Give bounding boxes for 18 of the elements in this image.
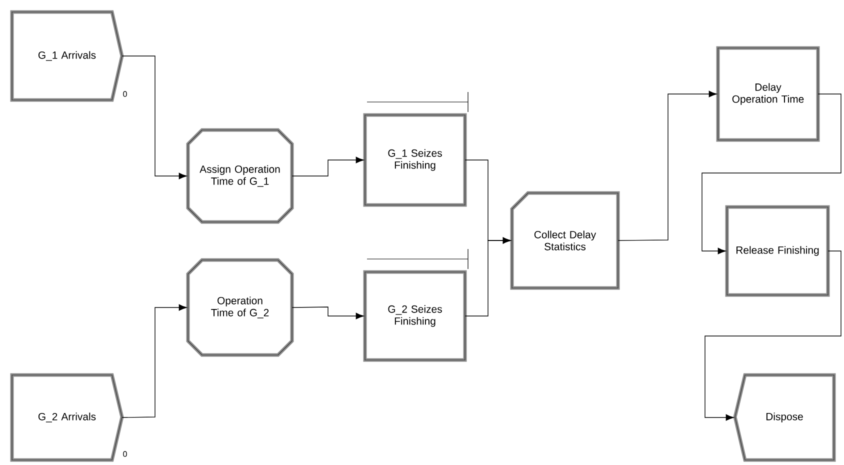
dispose-block: Dispose (733, 373, 836, 462)
connector-arrow (122, 56, 187, 180)
connector-arrow (122, 304, 187, 418)
connector-arrow (292, 156, 364, 176)
assign-block: Assign Operation Time of G_1 (186, 128, 294, 224)
connector-arrow (464, 237, 511, 316)
arrivals-block: G_1 Arrivals (10, 10, 124, 102)
release-block: Release Finishing (725, 205, 830, 297)
assign-block: Operation Time of G_2 (186, 258, 294, 357)
delay-block: Delay Operation Time (716, 46, 820, 142)
arrivals-block: G_2 Arrivals (10, 373, 124, 462)
connector-arrow (292, 306, 364, 320)
record-block: Collect Delay Statistics (510, 191, 620, 290)
seize-block: G_2 Seizes Finishing (363, 270, 467, 362)
connector-arrow (618, 90, 717, 241)
connector-arrow (702, 94, 842, 254)
connector-arrow (704, 250, 842, 421)
seize-block: G_1 Seizes Finishing (363, 113, 467, 207)
